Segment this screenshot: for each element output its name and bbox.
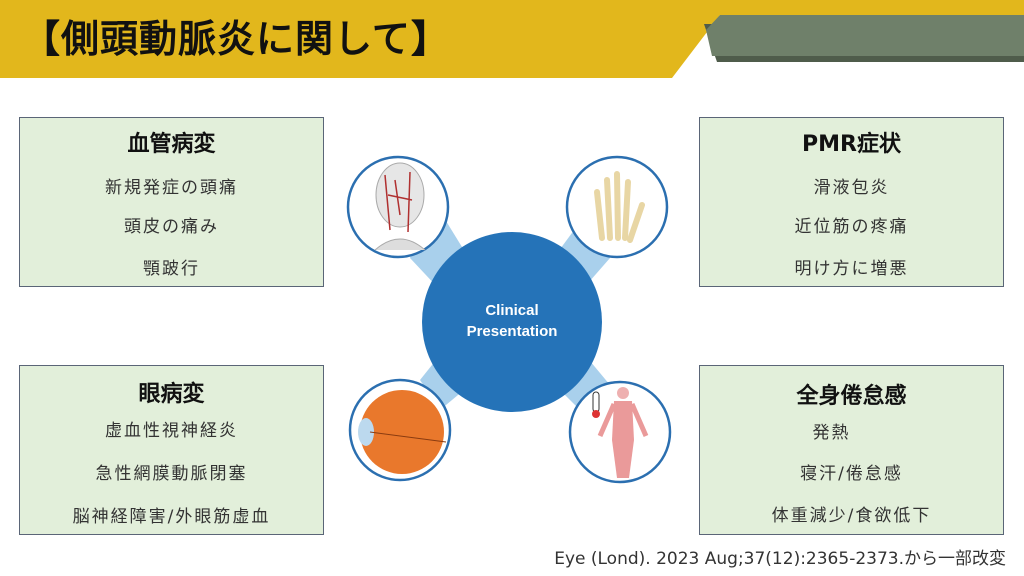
box-item: 虚血性視神経炎: [105, 421, 238, 441]
box-title: PMR症状: [802, 132, 901, 157]
eye-anatomy-icon: [348, 378, 452, 482]
header-accent: [706, 15, 1024, 56]
box-item: 体重減少/食欲低下: [771, 506, 932, 526]
ocular-box: 眼病変 虚血性視神経炎 急性網膜動脈閉塞 脳神経障害/外眼筋虚血: [19, 365, 324, 535]
vascular-box: 血管病変 新規発症の頭痛 頭皮の痛み 顎跛行: [19, 117, 324, 287]
box-item: 新規発症の頭痛: [105, 178, 238, 198]
center-label: Clinical Presentation: [422, 300, 602, 342]
body-thermometer-icon: [568, 380, 672, 484]
pmr-box: PMR症状 滑液包炎 近位筋の疼痛 明け方に増悪: [699, 117, 1004, 287]
box-item: 頭皮の痛み: [124, 217, 219, 237]
box-item: 滑液包炎: [813, 178, 890, 198]
box-item: 急性網膜動脈閉塞: [95, 464, 248, 484]
box-item: 明け方に増悪: [794, 259, 909, 279]
center-circle: [422, 232, 602, 412]
center-label-line2: Presentation: [466, 323, 558, 340]
hand-bones-icon: [565, 155, 669, 259]
box-item: 顎跛行: [143, 259, 200, 279]
head-arteries-icon: [346, 155, 450, 259]
citation: Eye (Lond). 2023 Aug;37(12):2365-2373.から…: [554, 549, 1006, 569]
box-title: 眼病変: [138, 382, 205, 407]
header-banner: [0, 0, 1024, 78]
box-title: 血管病変: [127, 132, 216, 157]
systemic-box: 全身倦怠感 発熱 寝汗/倦怠感 体重減少/食欲低下: [699, 365, 1004, 535]
box-item: 脳神経障害/外眼筋虚血: [72, 507, 271, 527]
page-title: 【側頭動脈炎に関して】: [22, 17, 450, 61]
box-item: 発熱: [812, 423, 851, 443]
box-item: 近位筋の疼痛: [794, 217, 909, 237]
box-title: 全身倦怠感: [796, 384, 907, 409]
center-label-line1: Clinical: [485, 302, 539, 319]
box-item: 寝汗/倦怠感: [800, 464, 903, 484]
